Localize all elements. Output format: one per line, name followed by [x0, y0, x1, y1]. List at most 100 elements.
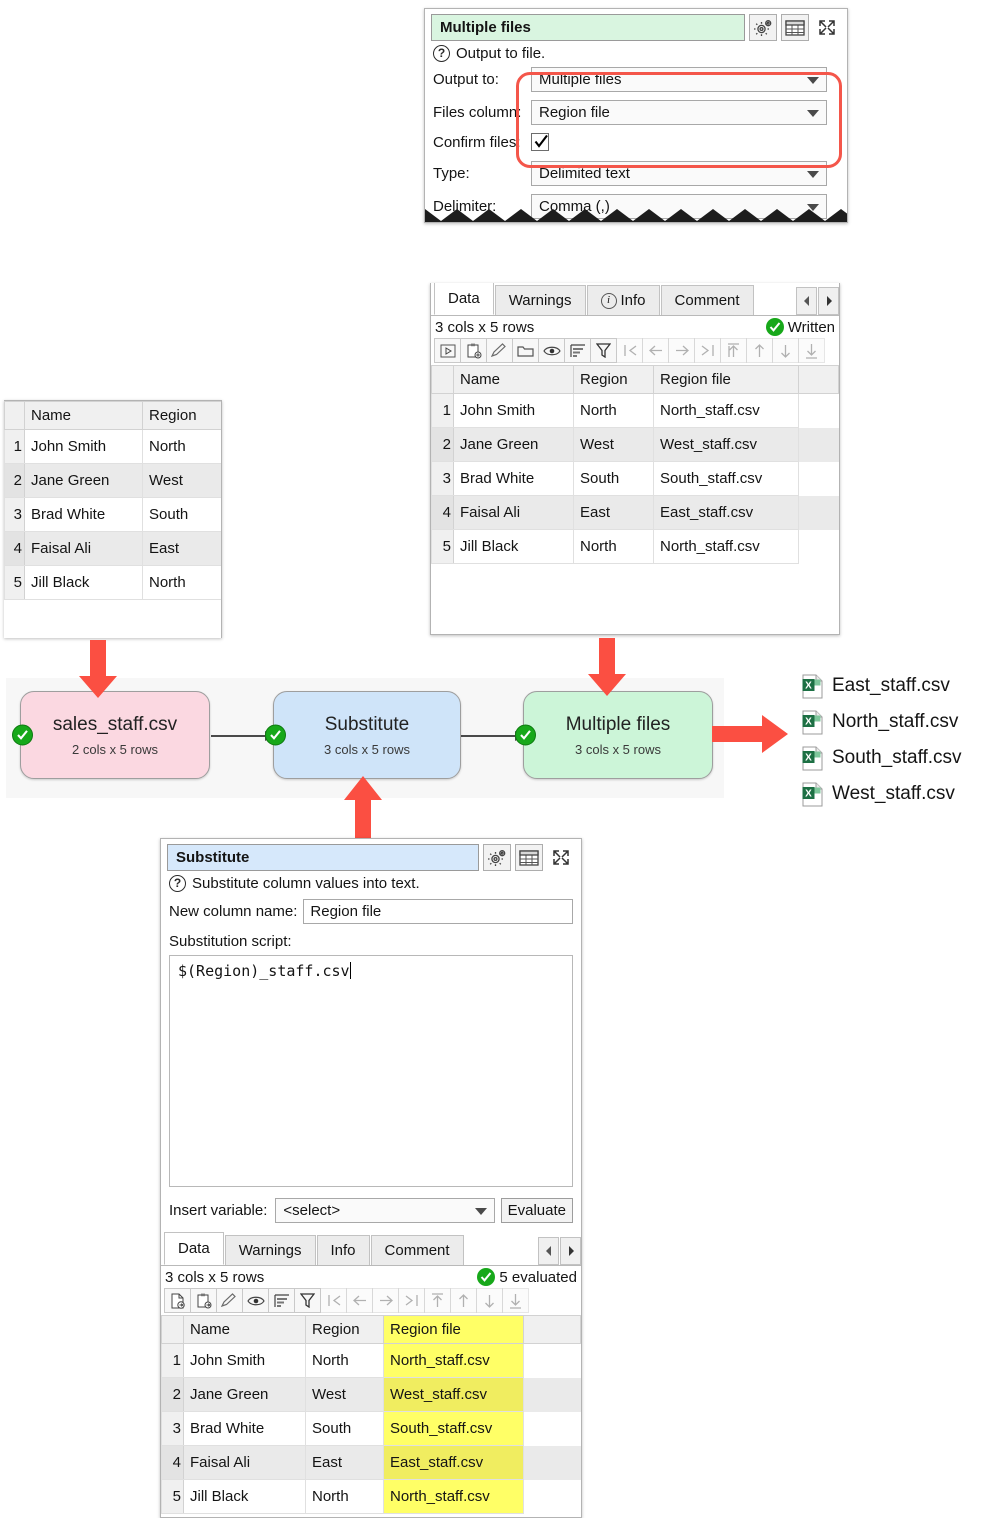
copy-to-clipboard-icon[interactable]	[190, 1288, 217, 1313]
cell-region[interactable]: North	[305, 1343, 384, 1378]
eye-icon[interactable]	[538, 338, 565, 363]
edit-icon[interactable]	[486, 338, 513, 363]
expand-icon[interactable]	[813, 14, 841, 41]
previous-column-icon[interactable]	[642, 338, 669, 363]
prev-tab-arrow-icon[interactable]	[538, 1237, 559, 1265]
cell-region[interactable]: North	[305, 1479, 384, 1514]
cell-region-file[interactable]: North_staff.csv	[653, 393, 799, 428]
tab-data[interactable]: Data	[434, 283, 494, 315]
cell-name[interactable]: Brad White	[183, 1411, 306, 1446]
next-row-icon[interactable]	[476, 1288, 503, 1313]
cell-name[interactable]: Jane Green	[24, 463, 143, 498]
cell-region[interactable]: South	[305, 1411, 384, 1446]
cell-name[interactable]: John Smith	[24, 429, 143, 464]
cell-region[interactable]: West	[142, 463, 221, 498]
cell-region[interactable]: East	[142, 531, 221, 566]
table-icon[interactable]	[515, 844, 543, 871]
evaluate-button[interactable]: Evaluate	[500, 1198, 573, 1223]
cell-name[interactable]: Brad White	[453, 461, 574, 496]
cell-region-file[interactable]: East_staff.csv	[653, 495, 799, 530]
tab-comment[interactable]: Comment	[370, 1235, 464, 1265]
file-list-item[interactable]: X West_staff.csv	[802, 776, 962, 812]
cell-name[interactable]: Jill Black	[453, 529, 574, 564]
panel-title-input[interactable]: Substitute	[167, 844, 479, 871]
next-column-icon[interactable]	[668, 338, 695, 363]
new-file-icon[interactable]	[164, 1288, 191, 1313]
panel-title-input[interactable]: Multiple files	[431, 14, 745, 41]
type-select[interactable]: Delimited text	[531, 161, 827, 186]
cell-region-file[interactable]: West_staff.csv	[383, 1377, 524, 1412]
cell-region[interactable]: South	[573, 461, 654, 496]
prev-tab-arrow-icon[interactable]	[796, 287, 817, 315]
flow-node-sales-staff[interactable]: sales_staff.csv 2 cols x 5 rows	[12, 691, 210, 779]
cell-region-file[interactable]: West_staff.csv	[653, 427, 799, 462]
tab-info[interactable]: Info	[316, 1235, 370, 1265]
cell-name[interactable]: John Smith	[183, 1343, 306, 1378]
cell-region-file[interactable]: East_staff.csv	[383, 1445, 524, 1480]
column-header-region-file[interactable]: Region file	[383, 1315, 524, 1344]
cell-region-file[interactable]: North_staff.csv	[383, 1343, 524, 1378]
confirm-files-checkbox[interactable]	[531, 133, 549, 151]
tab-warnings[interactable]: Warnings	[494, 285, 586, 315]
gears-icon[interactable]	[483, 844, 511, 871]
file-list-item[interactable]: X North_staff.csv	[802, 704, 962, 740]
column-header-name[interactable]: Name	[183, 1315, 306, 1344]
column-header-region-file[interactable]: Region file	[653, 365, 799, 394]
insert-variable-select[interactable]: <select>	[275, 1198, 495, 1223]
first-row-icon[interactable]	[424, 1288, 451, 1313]
copy-to-clipboard-icon[interactable]	[460, 338, 487, 363]
column-header-region[interactable]: Region	[305, 1315, 384, 1344]
cell-name[interactable]: Faisal Ali	[24, 531, 143, 566]
cell-name[interactable]: John Smith	[453, 393, 574, 428]
cell-region-file[interactable]: South_staff.csv	[653, 461, 799, 496]
cell-region[interactable]: South	[142, 497, 221, 532]
file-list-item[interactable]: X East_staff.csv	[802, 668, 962, 704]
eye-icon[interactable]	[242, 1288, 269, 1313]
first-row-icon[interactable]	[720, 338, 747, 363]
filter-icon[interactable]	[590, 338, 617, 363]
sort-icon[interactable]	[268, 1288, 295, 1313]
cell-region[interactable]: East	[305, 1445, 384, 1480]
last-column-icon[interactable]	[694, 338, 721, 363]
cell-region[interactable]: North	[142, 429, 221, 464]
first-column-icon[interactable]	[616, 338, 643, 363]
cell-region[interactable]: East	[573, 495, 654, 530]
last-row-icon[interactable]	[798, 338, 825, 363]
cell-region[interactable]: West	[573, 427, 654, 462]
help-icon[interactable]: ?	[433, 45, 450, 62]
cell-name[interactable]: Brad White	[24, 497, 143, 532]
new-column-name-input[interactable]: Region file	[303, 899, 573, 924]
tab-data[interactable]: Data	[164, 1232, 224, 1265]
last-row-icon[interactable]	[502, 1288, 529, 1313]
output-to-select[interactable]: Multiple files	[531, 67, 827, 92]
tab-info[interactable]: i Info	[586, 285, 660, 315]
cell-region-file[interactable]: North_staff.csv	[383, 1479, 524, 1514]
substitution-script-textarea[interactable]: $(Region)_staff.csv	[169, 955, 573, 1187]
next-tab-arrow-icon[interactable]	[560, 1237, 581, 1265]
next-column-icon[interactable]	[372, 1288, 399, 1313]
cell-name[interactable]: Jane Green	[183, 1377, 306, 1412]
previous-row-icon[interactable]	[450, 1288, 477, 1313]
edit-icon[interactable]	[216, 1288, 243, 1313]
sort-icon[interactable]	[564, 338, 591, 363]
cell-name[interactable]: Faisal Ali	[183, 1445, 306, 1480]
run-icon[interactable]	[434, 338, 461, 363]
gears-icon[interactable]	[749, 14, 777, 41]
column-header-region[interactable]: Region	[573, 365, 654, 394]
table-icon[interactable]	[781, 14, 809, 41]
cell-region[interactable]: North	[142, 565, 221, 600]
